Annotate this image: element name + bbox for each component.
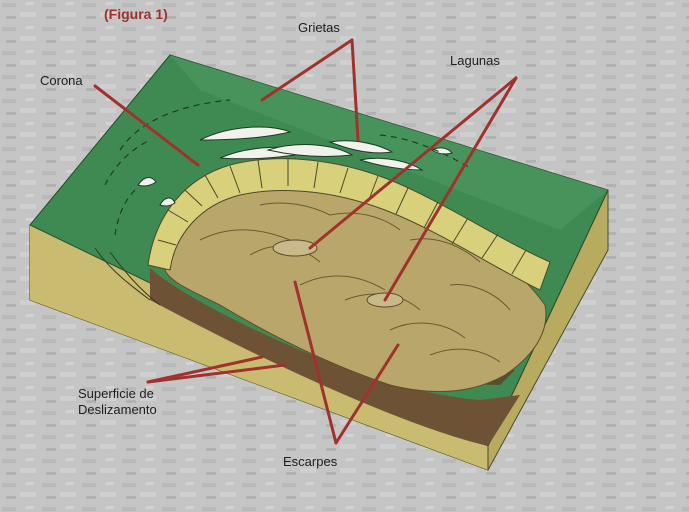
figure-label: (Figura 1) [104,7,168,22]
label-superficie-line1: Superficie de [78,386,154,401]
label-escarpes: Escarpes [283,454,337,469]
label-corona: Corona [40,73,83,88]
label-superficie-line2: Deslizamento [78,402,157,417]
label-lagunas: Lagunas [450,53,500,68]
label-grietas: Grietas [298,20,340,35]
